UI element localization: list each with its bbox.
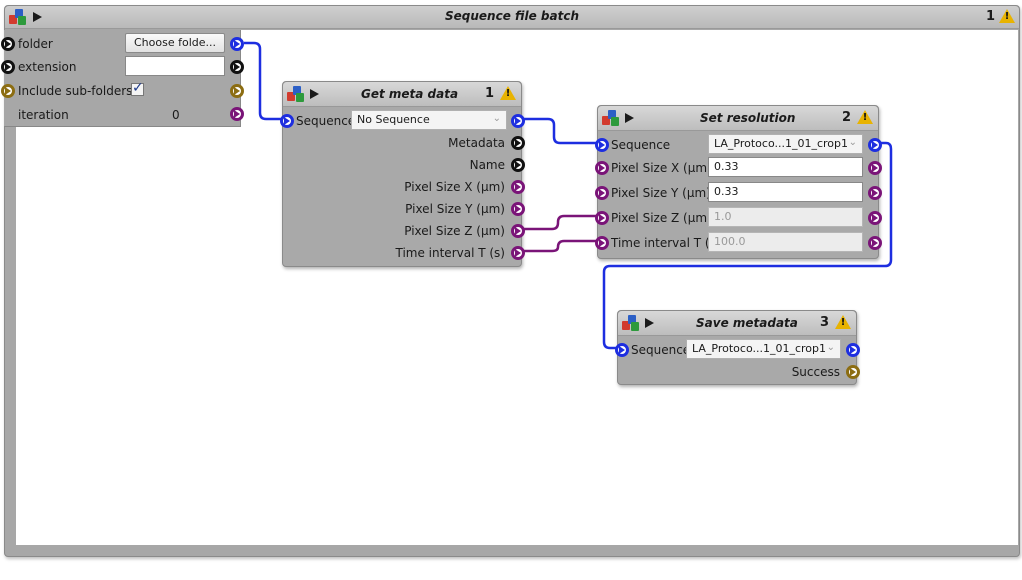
pixel-size-x-input-port[interactable]: [595, 161, 609, 175]
sequence-input-port[interactable]: [615, 343, 629, 357]
subfolders-output-port[interactable]: [230, 84, 244, 98]
chevron-down-icon: ⌄: [826, 342, 835, 353]
output-pixel-size-x: Pixel Size X (µm): [404, 180, 505, 194]
pixel-size-x-output-port[interactable]: [511, 180, 525, 194]
pixel-size-z-output-port[interactable]: [511, 224, 525, 238]
subfolders-label: Include sub-folders: [18, 84, 133, 98]
sequence-label: Sequence: [631, 343, 691, 357]
output-name: Name: [469, 158, 505, 172]
time-interval-label: Time interval T (s): [611, 236, 721, 250]
metadata-output-port[interactable]: [511, 136, 525, 150]
time-interval-input-port[interactable]: [595, 236, 609, 250]
sequence-select[interactable]: No Sequence ⌄: [351, 110, 507, 130]
warning-icon[interactable]: !: [835, 315, 851, 330]
sequence-label: Sequence: [296, 114, 356, 128]
time-interval-output-port[interactable]: [868, 236, 882, 250]
sequence-value: LA_Protoco...1_01_crop1: [714, 137, 849, 150]
sequence-input-port[interactable]: [595, 138, 609, 152]
blocks-icon: [602, 110, 620, 126]
output-pixel-size-z: Pixel Size Z (µm): [404, 224, 505, 238]
save-metadata-block[interactable]: Save metadata 3 ! Sequence LA_Protoco...…: [615, 310, 860, 385]
pixel-size-z-field: 1.0: [708, 207, 863, 227]
iteration-value: 0: [172, 108, 180, 122]
set-resolution-block[interactable]: Set resolution 2 ! Sequence LA_Protoco..…: [595, 105, 882, 259]
save-metadata-titlebar[interactable]: Save metadata 3 !: [618, 311, 856, 336]
batch-window-index: 1: [985, 9, 995, 24]
block-title: Get meta data: [361, 87, 459, 101]
set-resolution-titlebar[interactable]: Set resolution 2 !: [598, 106, 878, 131]
subfolders-checkbox[interactable]: ✓: [131, 80, 144, 96]
name-output-port[interactable]: [511, 158, 525, 172]
folder-label: folder: [18, 37, 53, 51]
get-meta-data-titlebar[interactable]: Get meta data 1 !: [283, 82, 521, 107]
extension-label: extension: [18, 60, 77, 74]
time-interval-output-port[interactable]: [511, 246, 525, 260]
pixel-size-x-label: Pixel Size X (µm): [611, 161, 712, 175]
output-metadata: Metadata: [448, 136, 505, 150]
warning-icon[interactable]: !: [857, 110, 873, 125]
folder-output-port[interactable]: [230, 37, 244, 51]
blocks-icon: [622, 315, 640, 331]
chevron-down-icon: ⌄: [492, 113, 501, 124]
iteration-label: iteration: [18, 108, 69, 122]
subfolders-input-port[interactable]: [1, 84, 15, 98]
sequence-value: LA_Protoco...1_01_crop1: [692, 342, 827, 355]
time-interval-field: 100.0: [708, 232, 863, 252]
warning-icon[interactable]: !: [500, 86, 516, 101]
pixel-size-z-output-port[interactable]: [868, 211, 882, 225]
pixel-size-y-input-port[interactable]: [595, 186, 609, 200]
sequence-select[interactable]: LA_Protoco...1_01_crop1⌄: [686, 339, 841, 359]
folder-input-port[interactable]: [1, 37, 15, 51]
blocks-icon: [9, 9, 27, 25]
play-icon[interactable]: [625, 113, 634, 123]
block-title: Set resolution: [700, 111, 796, 125]
pixel-size-z-input-port[interactable]: [595, 211, 609, 225]
extension-output-port[interactable]: [230, 60, 244, 74]
extension-input-port[interactable]: [1, 60, 15, 74]
play-icon[interactable]: [645, 318, 654, 328]
choose-folder-button[interactable]: Choose folde...: [125, 33, 225, 53]
batch-window-titlebar[interactable]: Sequence file batch 1 !: [5, 6, 1019, 29]
play-icon[interactable]: [310, 89, 319, 99]
chevron-down-icon: ⌄: [848, 137, 857, 148]
output-time-interval: Time interval T (s): [395, 246, 505, 260]
get-meta-data-block[interactable]: Get meta data 1 ! Sequence No Sequence⌄ …: [280, 81, 525, 267]
block-index: 1: [485, 86, 495, 101]
extension-field[interactable]: [125, 56, 225, 76]
block-index: 3: [820, 315, 830, 330]
sequence-select[interactable]: LA_Protoco...1_01_crop1⌄: [708, 134, 863, 154]
pixel-size-y-label: Pixel Size Y (µm): [611, 186, 711, 200]
pixel-size-y-field[interactable]: 0.33: [708, 182, 863, 202]
success-output-port[interactable]: [846, 365, 860, 379]
batch-window-title: Sequence file batch: [445, 9, 579, 23]
sequence-output-port[interactable]: [846, 343, 860, 357]
pixel-size-x-output-port[interactable]: [868, 161, 882, 175]
output-pixel-size-y: Pixel Size Y (µm): [405, 202, 505, 216]
pixel-size-y-output-port[interactable]: [868, 186, 882, 200]
play-icon[interactable]: [33, 12, 42, 22]
warning-icon[interactable]: !: [999, 9, 1015, 24]
blocks-icon: [287, 86, 305, 102]
sequence-value: No Sequence: [357, 113, 430, 126]
block-index: 2: [842, 110, 852, 125]
pixel-size-z-label: Pixel Size Z (µm): [611, 211, 712, 225]
sequence-output-port[interactable]: [868, 138, 882, 152]
block-title: Save metadata: [696, 316, 798, 330]
sequence-input-port[interactable]: [280, 114, 294, 128]
iteration-output-port[interactable]: [230, 107, 244, 121]
batch-inputs-panel: folder Choose folde... extension Include…: [1, 30, 244, 127]
pixel-size-x-field[interactable]: 0.33: [708, 157, 863, 177]
sequence-output-port[interactable]: [511, 114, 525, 128]
pixel-size-y-output-port[interactable]: [511, 202, 525, 216]
success-label: Success: [791, 365, 840, 379]
sequence-label: Sequence: [611, 138, 671, 152]
checkmark-icon: ✓: [132, 80, 144, 96]
